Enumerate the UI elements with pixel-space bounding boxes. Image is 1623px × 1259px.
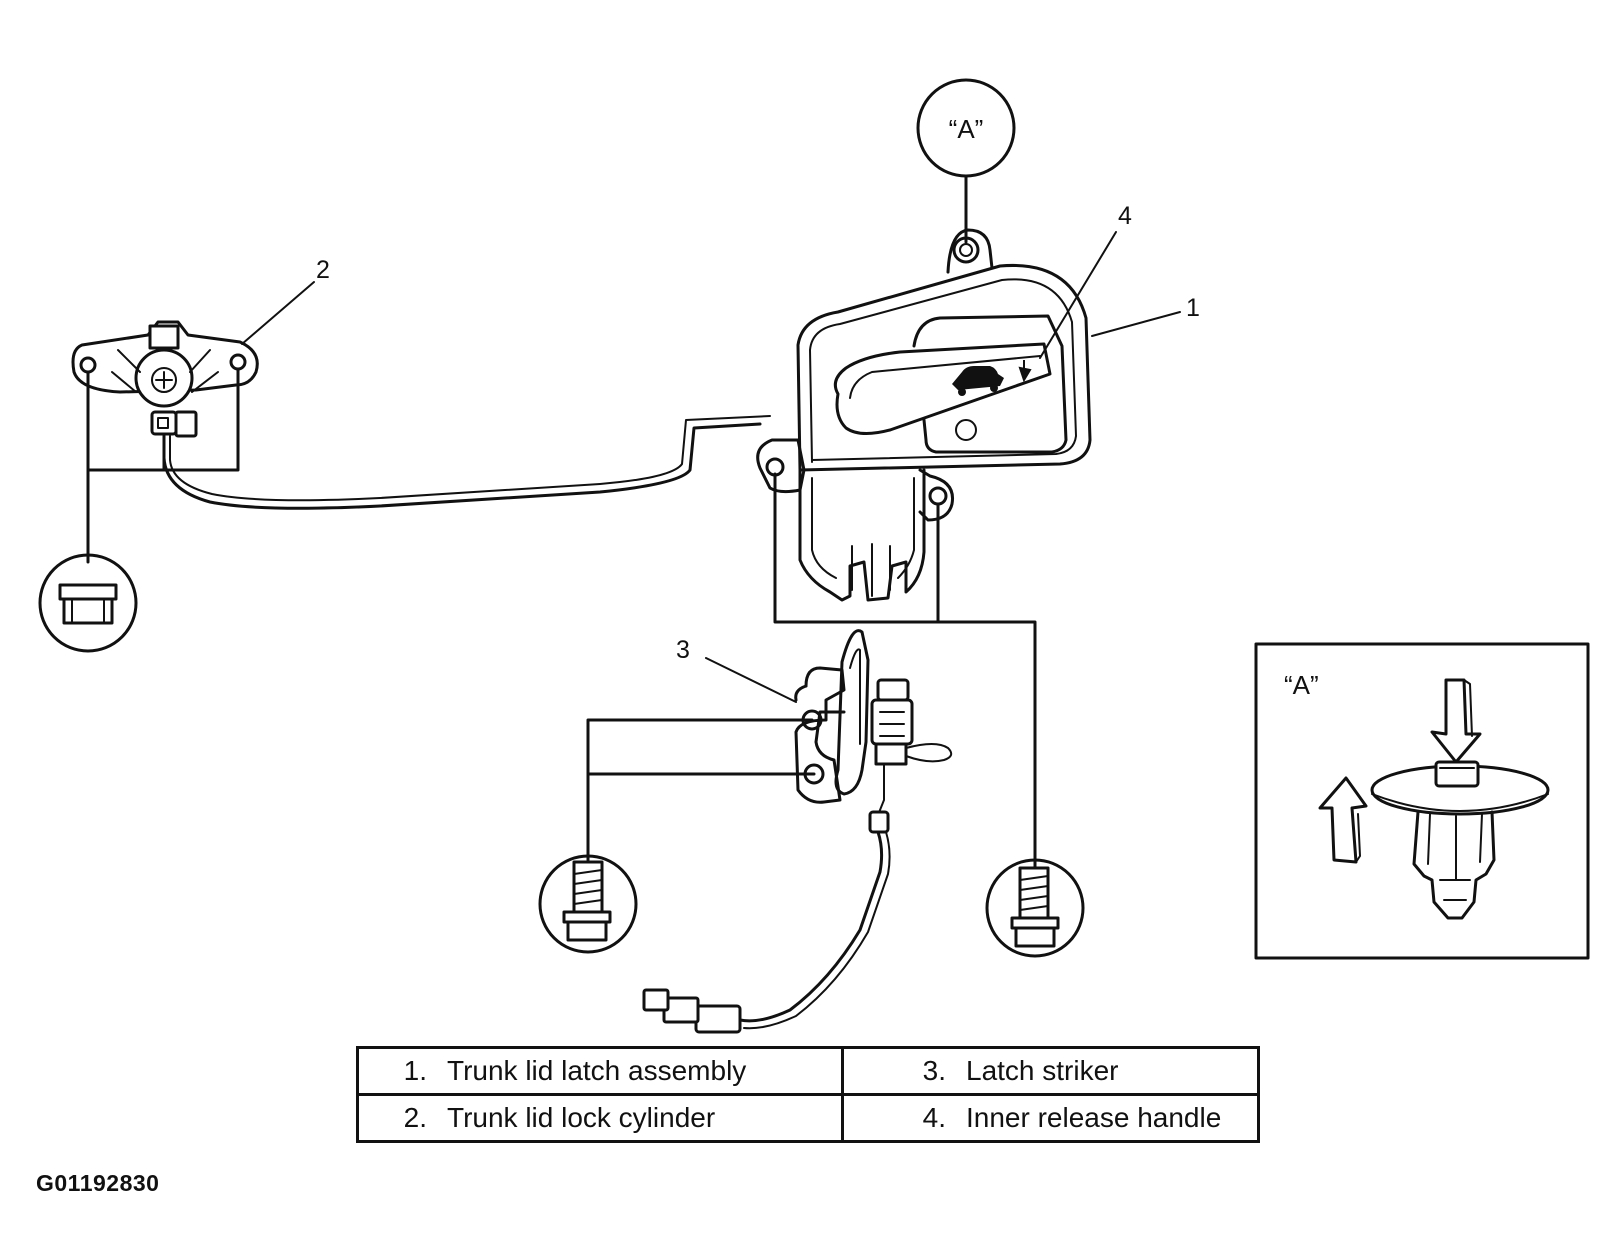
- callout-4: 4: [1039, 202, 1132, 359]
- latch-striker-part: [642, 629, 953, 1034]
- bolt-icon-left: [538, 854, 638, 954]
- up-arrow-icon: [1318, 776, 1368, 864]
- legend-cell: 1. Trunk lid latch assembly: [356, 1046, 844, 1096]
- legend-row: 2. Trunk lid lock cylinder 4. Inner releas…: [356, 1093, 1260, 1143]
- clip-a-callout: “A”: [916, 78, 1016, 244]
- callout-2: 2: [241, 256, 330, 345]
- latch-bolt-leaders: [773, 472, 1037, 870]
- callout-1: 1: [1091, 294, 1200, 337]
- legend-label: Inner release handle: [966, 1102, 1222, 1133]
- legend-label: Trunk lid lock cylinder: [447, 1102, 716, 1133]
- legend-number: 1.: [403, 1055, 427, 1086]
- legend-number: 3.: [922, 1055, 946, 1086]
- callout-2-label: 2: [316, 256, 330, 284]
- legend-row: 1. Trunk lid latch assembly 3. Latch strik…: [356, 1046, 1260, 1096]
- legend-label: Latch striker: [966, 1055, 1119, 1086]
- lock-cylinder-part: [71, 320, 771, 510]
- clip-a-bubble-label: “A”: [949, 114, 984, 144]
- legend-cell: 3. Latch striker: [841, 1046, 1260, 1096]
- callout-3: 3: [676, 636, 797, 703]
- parts-legend-table: 1. Trunk lid latch assembly 3. Latch strik…: [356, 1046, 1260, 1143]
- figure-id-label: G01192830: [36, 1170, 160, 1196]
- detail-a-inset-label: “A”: [1284, 670, 1319, 700]
- down-arrow-icon: [1430, 678, 1482, 764]
- legend-cell: 4. Inner release handle: [841, 1093, 1260, 1143]
- callout-1-label: 1: [1186, 294, 1200, 322]
- detail-a-inset: “A”: [1254, 642, 1590, 960]
- bolt-icon: [985, 858, 1085, 958]
- nut-icon: [38, 553, 138, 653]
- legend-number: 2.: [403, 1102, 427, 1133]
- legend-number: 4.: [922, 1102, 946, 1133]
- legend-label: Trunk lid latch assembly: [447, 1055, 747, 1086]
- callout-3-label: 3: [676, 636, 690, 664]
- latch-assembly-part: [756, 228, 1092, 602]
- legend-cell: 2. Trunk lid lock cylinder: [356, 1093, 844, 1143]
- callout-4-label: 4: [1118, 202, 1132, 230]
- lock-cylinder-nut-leaders: [86, 368, 240, 564]
- striker-bolt-leaders: [586, 718, 816, 862]
